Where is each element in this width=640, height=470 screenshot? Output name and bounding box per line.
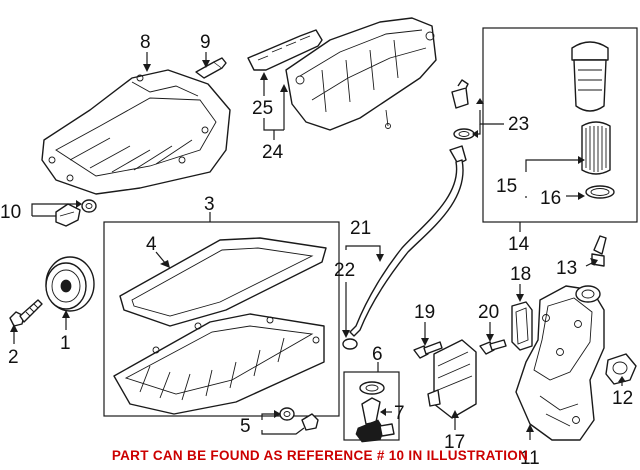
cylinder-head[interactable]: [41, 69, 231, 195]
callout-8: 8: [140, 32, 151, 53]
callout-5: 5: [240, 416, 251, 437]
sensor-part-23[interactable]: [451, 79, 475, 140]
crankshaft-pulley[interactable]: [45, 256, 95, 312]
oil-pan-gasket[interactable]: [119, 237, 327, 327]
callout-10: 10: [0, 202, 21, 223]
reference-note: PART CAN BE FOUND AS REFERENCE # 10 IN I…: [111, 448, 529, 463]
oil-filter-housing[interactable]: [515, 285, 605, 441]
callout-18: 18: [510, 264, 531, 285]
callout-3: 3: [204, 194, 215, 215]
bolt-part-20[interactable]: [479, 339, 507, 355]
callout-6: 6: [372, 344, 383, 365]
callout-1: 1: [60, 333, 71, 354]
callout-7: 7: [394, 403, 405, 424]
callout-16: 16: [540, 188, 561, 209]
oil-pan[interactable]: [113, 313, 325, 415]
callout-20: 20: [478, 302, 499, 323]
oil-pressure-sender[interactable]: [55, 199, 97, 227]
callout-12: 12: [612, 388, 633, 409]
oil-drain-plug[interactable]: [279, 407, 319, 431]
callout-11: 11: [520, 448, 540, 469]
callout-25: 25: [252, 98, 273, 119]
pulley-bolt[interactable]: [9, 299, 43, 327]
housing-gasket-part-12[interactable]: [605, 353, 637, 385]
sensor-part-9[interactable]: [195, 57, 227, 79]
callout-14: 14: [508, 234, 530, 255]
callout-2: 2: [8, 347, 19, 368]
bolt-part-19[interactable]: [413, 341, 443, 359]
intake-manifold[interactable]: [285, 17, 437, 131]
callout-13: 13: [556, 258, 577, 279]
oil-filter-element[interactable]: [581, 121, 611, 175]
callout-21: 21: [350, 218, 371, 239]
oil-filter-housing-gasket[interactable]: [511, 301, 533, 351]
callout-15: 15: [496, 176, 517, 197]
callout-17: 17: [444, 432, 465, 453]
callout-24: 24: [262, 142, 284, 163]
callout-9: 9: [200, 32, 211, 53]
oil-filter-o-ring[interactable]: [585, 185, 615, 199]
oil-level-sensor[interactable]: [355, 381, 395, 443]
callout-4: 4: [146, 234, 157, 255]
oil-filter-group-box: [482, 27, 638, 223]
callout-22: 22: [334, 260, 355, 281]
oil-pan-group-box: [103, 221, 340, 417]
oil-cooler[interactable]: [427, 339, 477, 419]
leader-lines: [10, 52, 626, 440]
intake-gasket[interactable]: [247, 29, 323, 71]
callout-numbers: 1 2 3 4 5 6 7 8 9 10 11 12 13 14 15 16 1…: [0, 32, 633, 469]
dipstick-tube[interactable]: [342, 145, 467, 350]
callout-19: 19: [414, 302, 435, 323]
oil-filter-cap[interactable]: [571, 41, 609, 112]
callout-23: 23: [508, 114, 529, 135]
